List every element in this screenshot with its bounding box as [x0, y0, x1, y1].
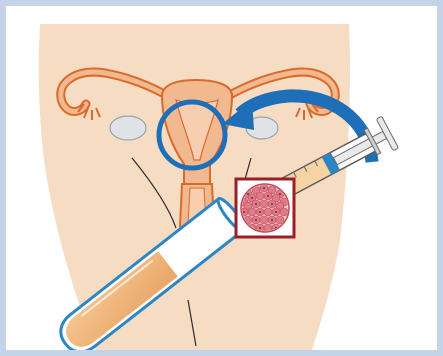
cell-magnifier-icon — [236, 179, 294, 237]
left-ovary — [110, 116, 146, 140]
iui-illustration — [6, 6, 437, 350]
illustration-frame — [6, 6, 437, 350]
